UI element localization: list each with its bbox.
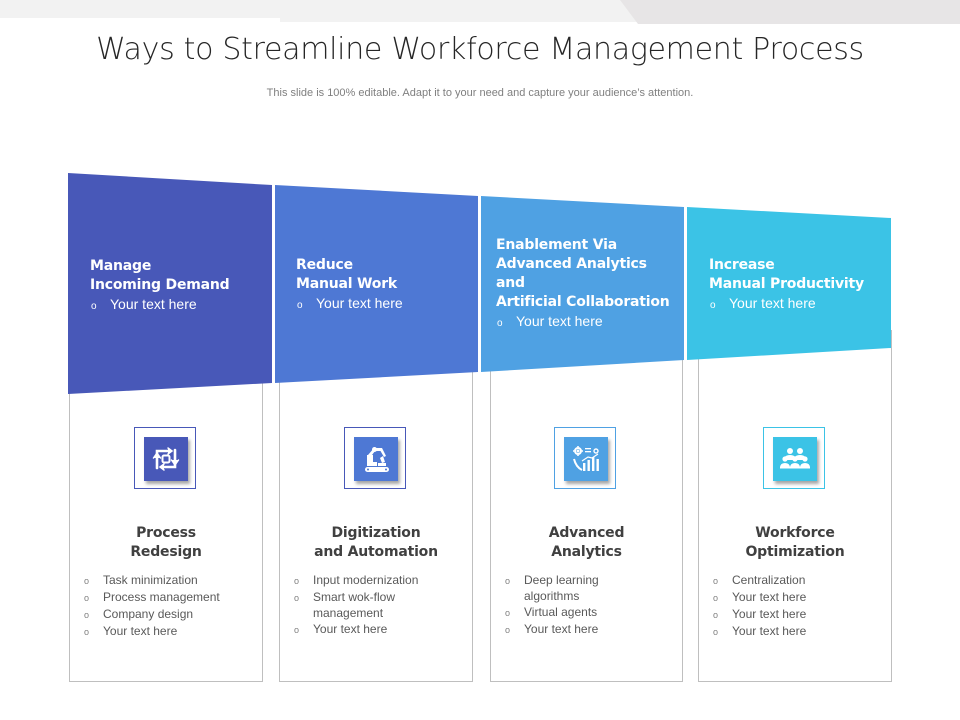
icon-frame xyxy=(763,427,825,489)
slide-title: Ways to Streamline Workforce Management … xyxy=(96,32,864,67)
card-title: Digitization and Automation xyxy=(314,525,438,560)
banner-title: Increase Manual Productivity xyxy=(709,257,864,292)
banner-title: Enablement Via Advanced Analytics and Ar… xyxy=(496,237,670,310)
analytics-chart-icon xyxy=(564,437,608,481)
banner-title: Reduce Manual Work xyxy=(296,257,398,292)
team-group-icon xyxy=(773,437,817,481)
banner-enablement-via-analytics: Enablement Via Advanced Analytics and Ar… xyxy=(496,236,670,333)
icon-frame xyxy=(344,427,406,489)
icon-frame xyxy=(554,427,616,489)
icon-frame xyxy=(134,427,196,489)
process-cycle-icon xyxy=(144,437,188,481)
banner-title: Manage Incoming Demand xyxy=(90,258,230,293)
card-title: Workforce Optimization xyxy=(745,525,845,560)
slide-subtitle: This slide is 100% editable. Adapt it to… xyxy=(266,87,694,99)
top-decorative-bar xyxy=(0,0,960,24)
card-title: Process Redesign xyxy=(130,525,202,560)
card-title: Advanced Analytics xyxy=(548,525,625,560)
robotic-arm-icon xyxy=(354,437,398,481)
